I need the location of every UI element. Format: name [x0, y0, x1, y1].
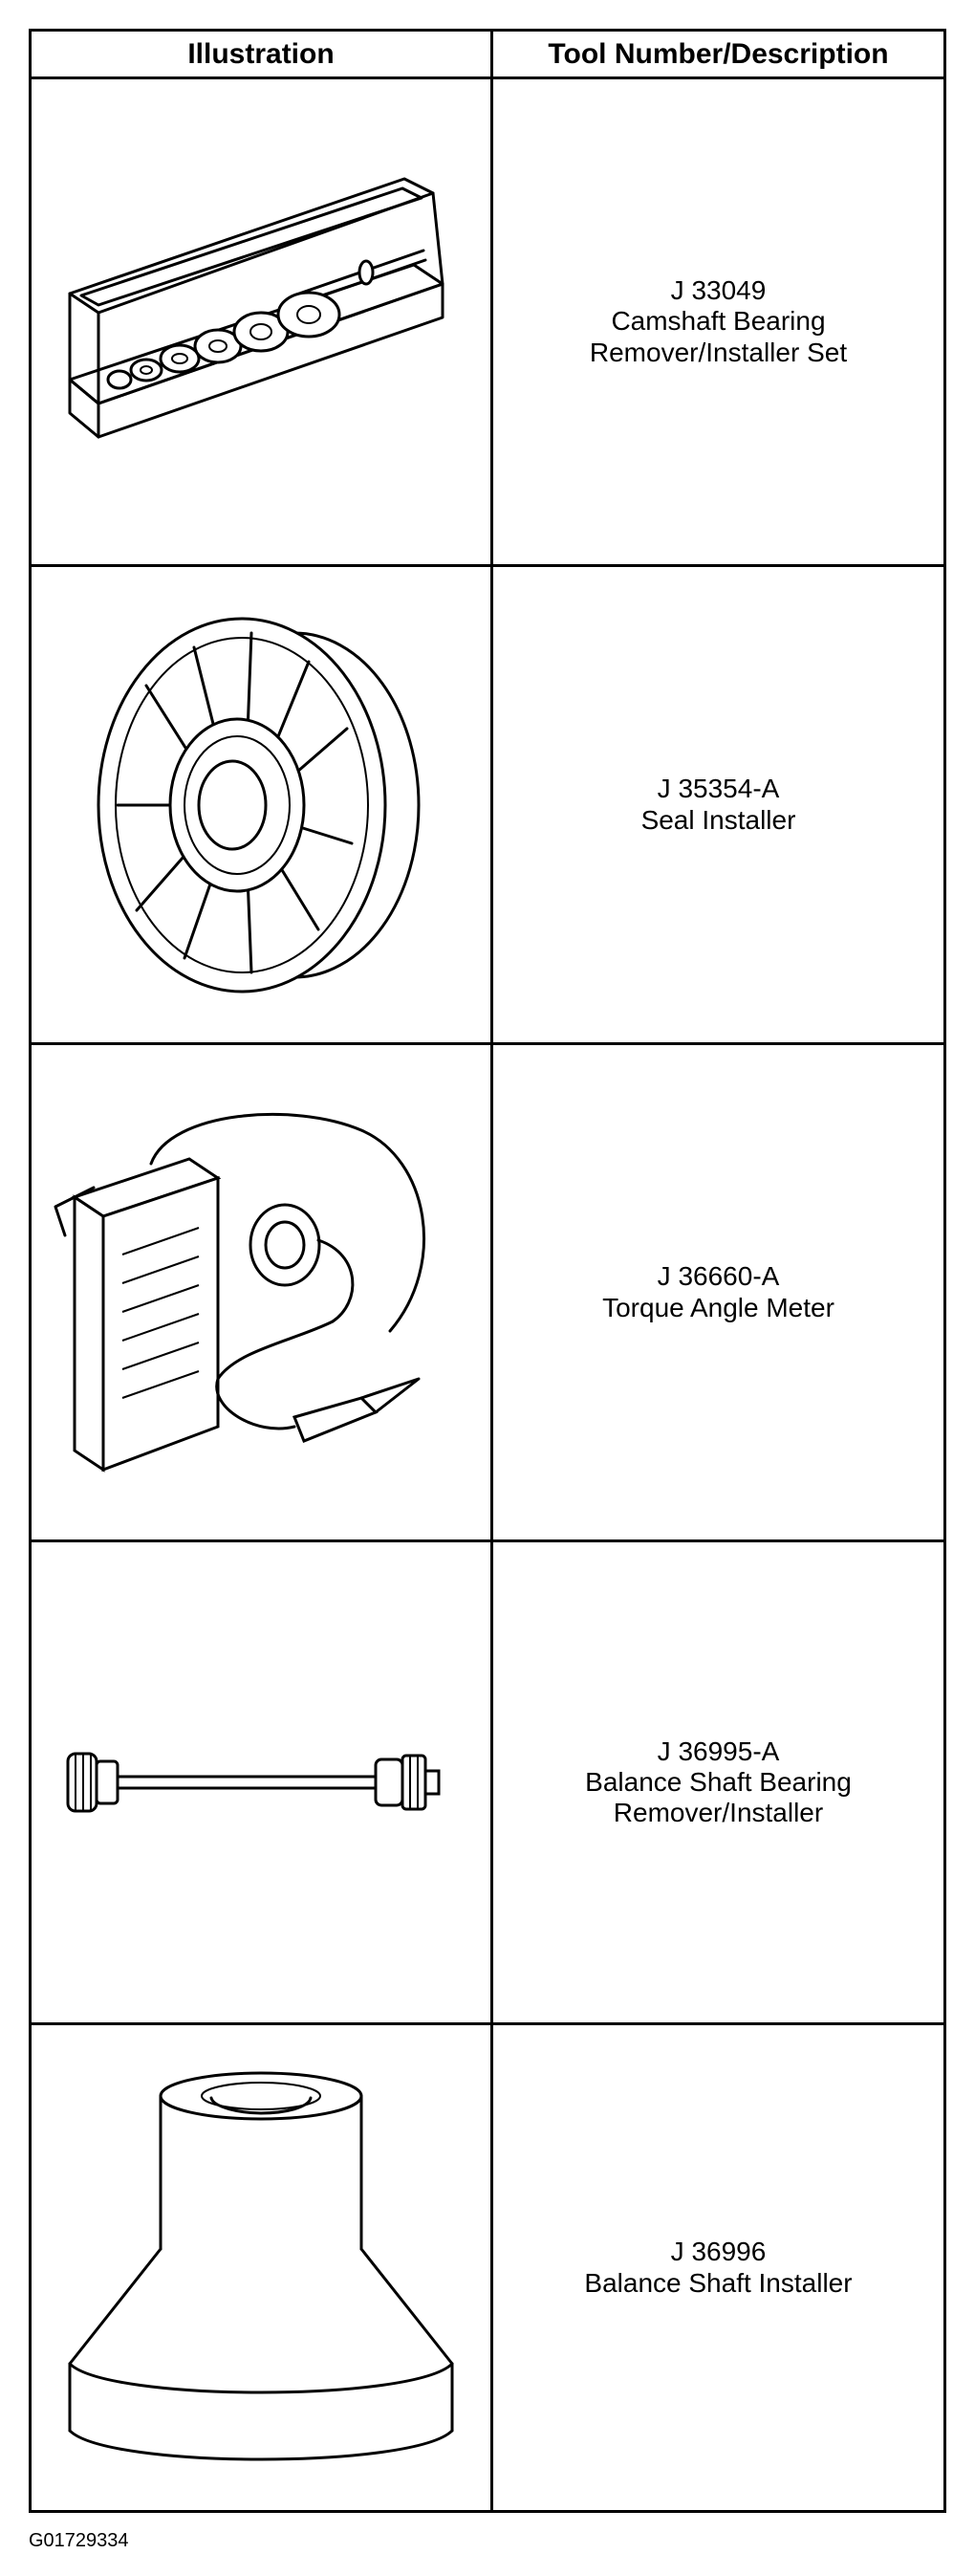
table-row: J 33049 Camshaft Bearing Remover/Install… [32, 79, 943, 567]
tool-description-cell: J 36996 Balance Shaft Installer [493, 2025, 943, 2510]
tool-description-cell: J 36995-A Balance Shaft Bearing Remover/… [493, 1542, 943, 2022]
tool-description: Remover/Installer Set [589, 337, 848, 367]
special-tools-table: Illustration Tool Number/Description [29, 29, 946, 2513]
balance-shaft-installer-icon [68, 2071, 454, 2460]
table-row: J 36660-A Torque Angle Meter [32, 1045, 943, 1542]
tool-description: Camshaft Bearing [611, 306, 826, 337]
table-row: J 35354-A Seal Installer [32, 567, 943, 1045]
tool-description: Seal Installer [640, 804, 796, 835]
torque-angle-meter-icon [54, 1112, 426, 1473]
seal-installer-icon [97, 617, 421, 993]
illustration-cell [32, 567, 490, 1042]
illustration-cell [32, 2025, 490, 2510]
tool-description-cell: J 33049 Camshaft Bearing Remover/Install… [493, 79, 943, 564]
tool-number: J 36995-A [657, 1736, 780, 1766]
column-divider [490, 32, 493, 2510]
header-tool-description: Tool Number/Description [548, 37, 889, 70]
illustration-cell [32, 1542, 490, 2022]
tool-number: J 33049 [670, 275, 767, 306]
header-illustration: Illustration [187, 37, 335, 70]
tool-description: Torque Angle Meter [602, 1292, 834, 1322]
table-header: Illustration Tool Number/Description [32, 32, 943, 79]
tool-number: J 35354-A [657, 774, 780, 804]
camshaft-bearing-set-icon [68, 177, 444, 438]
tool-description-cell: J 35354-A Seal Installer [493, 567, 943, 1042]
illustration-cell [32, 1045, 490, 1539]
balance-shaft-bearing-tool-icon [66, 1752, 441, 1813]
tool-description-cell: J 36660-A Torque Angle Meter [493, 1045, 943, 1539]
table-row: J 36996 Balance Shaft Installer [32, 2025, 943, 2510]
tool-number: J 36996 [670, 2237, 767, 2267]
tool-description: Balance Shaft Bearing [585, 1766, 852, 1797]
tool-description: Remover/Installer [613, 1798, 824, 1828]
tool-description: Balance Shaft Installer [584, 2267, 853, 2298]
figure-id: G01729334 [29, 2530, 129, 2551]
tool-number: J 36660-A [657, 1261, 780, 1292]
illustration-cell [32, 79, 490, 564]
table-row: J 36995-A Balance Shaft Bearing Remover/… [32, 1542, 943, 2025]
